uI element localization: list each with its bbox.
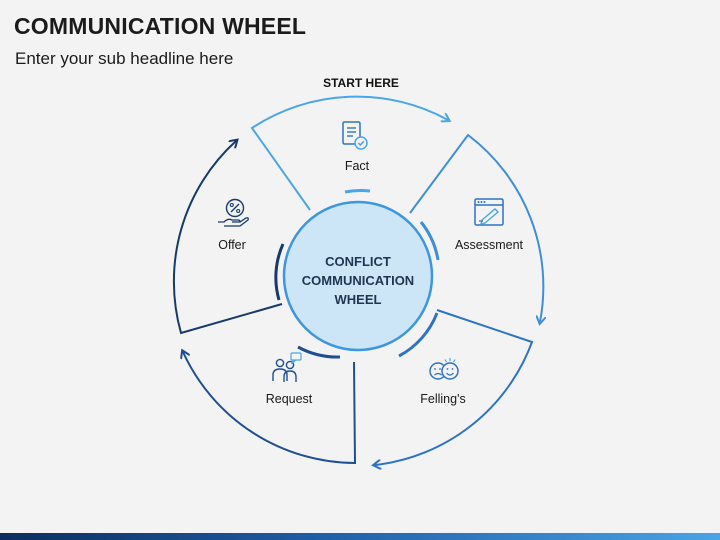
segment-label-fellings: Felling's xyxy=(420,392,465,406)
fact-inner-arc xyxy=(344,189,371,194)
page-title: COMMUNICATION WHEEL xyxy=(14,13,307,39)
assessment-inner-arc xyxy=(419,221,440,261)
center-circle xyxy=(282,200,434,352)
segment-label-offer: Offer xyxy=(218,238,246,252)
segment-label-assessment: Assessment xyxy=(455,238,524,252)
fellings-outline-arrow xyxy=(375,309,534,465)
bottom-accent-bar xyxy=(0,533,720,540)
request-outline-arrow xyxy=(183,352,357,465)
segment-request: Request xyxy=(183,345,357,465)
request-inner-arc xyxy=(297,345,341,359)
segment-fact: Fact xyxy=(250,95,448,211)
fellings-inner-arc xyxy=(398,312,439,358)
center-label-line-3: WHEEL xyxy=(335,292,382,307)
segment-offer: Offer xyxy=(172,141,285,335)
segment-label-request: Request xyxy=(266,392,313,406)
document-check-icon xyxy=(342,121,368,150)
fact-outline-arrow xyxy=(250,95,448,211)
segment-assessment: Assessment xyxy=(409,133,543,322)
offer-inner-arc xyxy=(274,243,285,301)
hand-percent-icon xyxy=(218,198,249,227)
browser-edit-icon xyxy=(474,198,504,226)
emotions-faces-icon xyxy=(429,358,459,380)
center-hub: CONFLICT COMMUNICATION WHEEL xyxy=(282,200,434,352)
segment-fellings: Felling's xyxy=(375,309,534,465)
page-subtitle: Enter your sub headline here xyxy=(15,49,234,68)
assessment-outline-arrow xyxy=(409,133,543,322)
center-label-line-2: COMMUNICATION xyxy=(302,273,414,288)
start-here-label: START HERE xyxy=(323,76,399,90)
people-chat-icon xyxy=(272,352,302,382)
offer-outline-arrow xyxy=(172,141,283,335)
center-label-line-1: CONFLICT xyxy=(325,254,391,269)
segment-label-fact: Fact xyxy=(345,159,370,173)
